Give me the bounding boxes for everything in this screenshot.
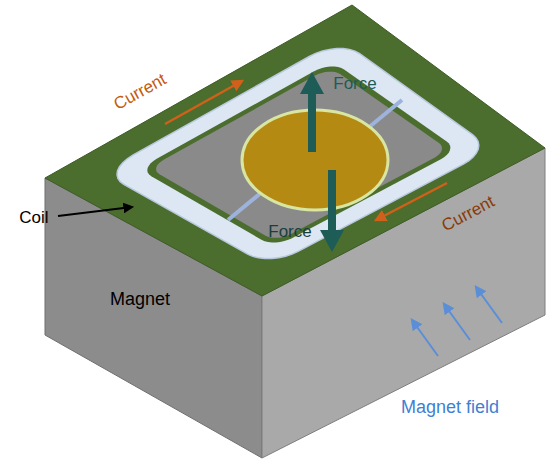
force-arrow-head	[300, 72, 324, 94]
diaphragm-axis	[228, 192, 262, 220]
field-arrow	[412, 320, 438, 356]
magnet-top-face	[45, 5, 545, 296]
force-arrow	[308, 92, 316, 152]
magnet-pole-area	[156, 72, 442, 238]
force-arrow	[328, 170, 336, 232]
force-label: Force	[268, 223, 311, 242]
magnet-label: Magnet	[110, 290, 170, 310]
force-label: Force	[333, 75, 376, 94]
coil-ring	[117, 49, 479, 259]
current-label: Current	[111, 70, 170, 114]
magnet-field-label: Magnet field	[401, 398, 499, 418]
diaphragm-axis	[368, 100, 402, 128]
field-arrow	[476, 287, 502, 323]
coil-label: Coil	[19, 209, 48, 228]
force-arrow-head	[320, 230, 344, 252]
coil-inner-edge	[147, 67, 450, 243]
current-arrow	[165, 81, 242, 124]
field-arrow	[444, 304, 470, 340]
leader-line	[58, 207, 132, 216]
current-arrow	[376, 183, 447, 220]
